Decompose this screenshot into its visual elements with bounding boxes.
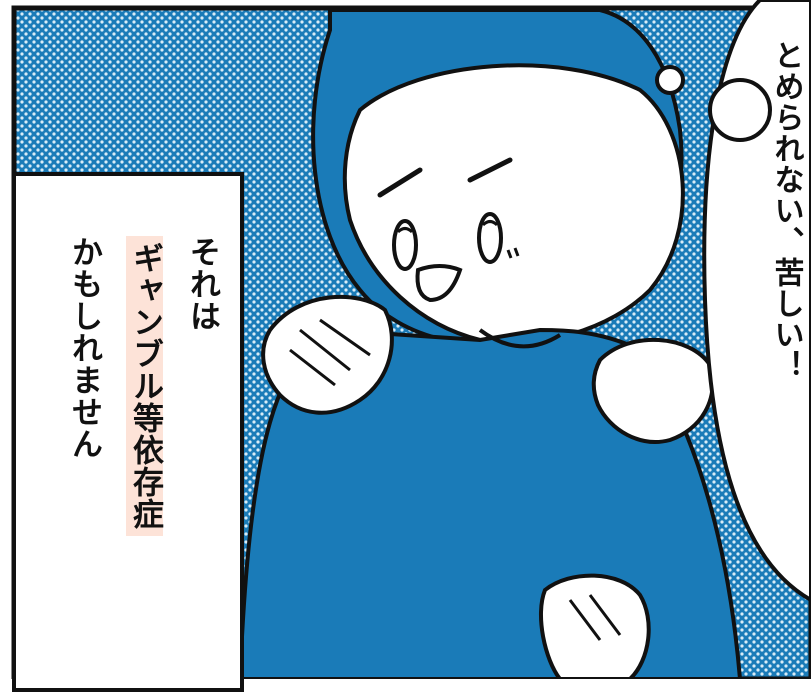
caption-line-3: かもしれません	[66, 236, 102, 460]
right-eye	[477, 212, 503, 264]
narration-caption: それは ギャンブル等依存症 かもしれません	[12, 172, 244, 692]
speech-bubble	[702, 0, 811, 603]
caption-line-1: それは	[184, 236, 220, 332]
thought-bubble-large	[708, 78, 772, 142]
caption-line-2-highlight: ギャンブル等依存症	[126, 236, 163, 536]
chest-hand	[591, 338, 715, 444]
thought-bubble-small	[655, 65, 685, 95]
left-fist	[261, 294, 394, 415]
right-fist	[538, 573, 651, 679]
mouth	[415, 264, 463, 303]
speech-text: とめられない、苦しい！	[768, 40, 804, 381]
left-eye	[392, 219, 418, 271]
